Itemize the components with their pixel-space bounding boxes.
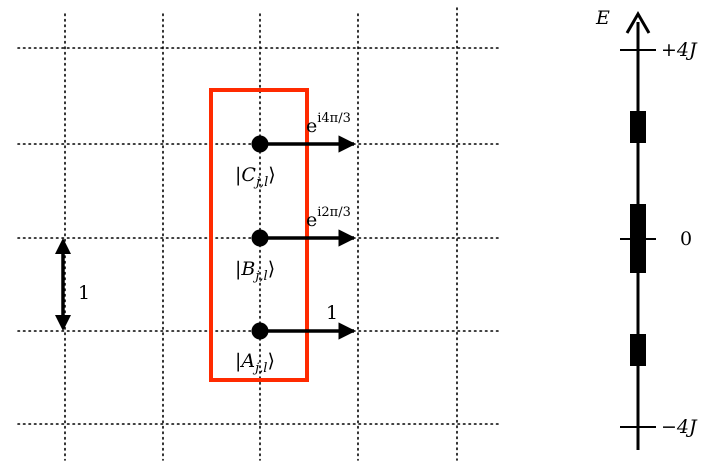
energy-axis-label: E <box>595 7 610 29</box>
phase-label-a: 1 <box>326 302 338 324</box>
energy-tick-label: +4J <box>661 39 698 61</box>
lattice-grid <box>17 7 501 461</box>
energy-tick-label: −4J <box>661 416 698 438</box>
site-b <box>251 229 269 247</box>
state-label-b: |Bj,l⟩ <box>235 258 275 284</box>
hopping-arrows <box>260 135 356 340</box>
energy-band <box>630 111 646 143</box>
state-label-a: |Aj,l⟩ <box>235 350 275 376</box>
phase-label-c: ei4π/3 <box>306 111 351 137</box>
energy-band <box>630 204 646 273</box>
unit-cell-box <box>209 88 309 382</box>
site-c <box>251 135 269 153</box>
lattice-spacing-label: 1 <box>78 282 90 304</box>
phase-label-b: ei2π/3 <box>306 205 351 231</box>
lattice-spacing-arrow <box>55 238 71 331</box>
state-label-c: |Cj,l⟩ <box>235 164 276 190</box>
site-a <box>251 322 269 340</box>
energy-band <box>630 334 646 366</box>
energy-tick-label: 0 <box>680 228 692 250</box>
